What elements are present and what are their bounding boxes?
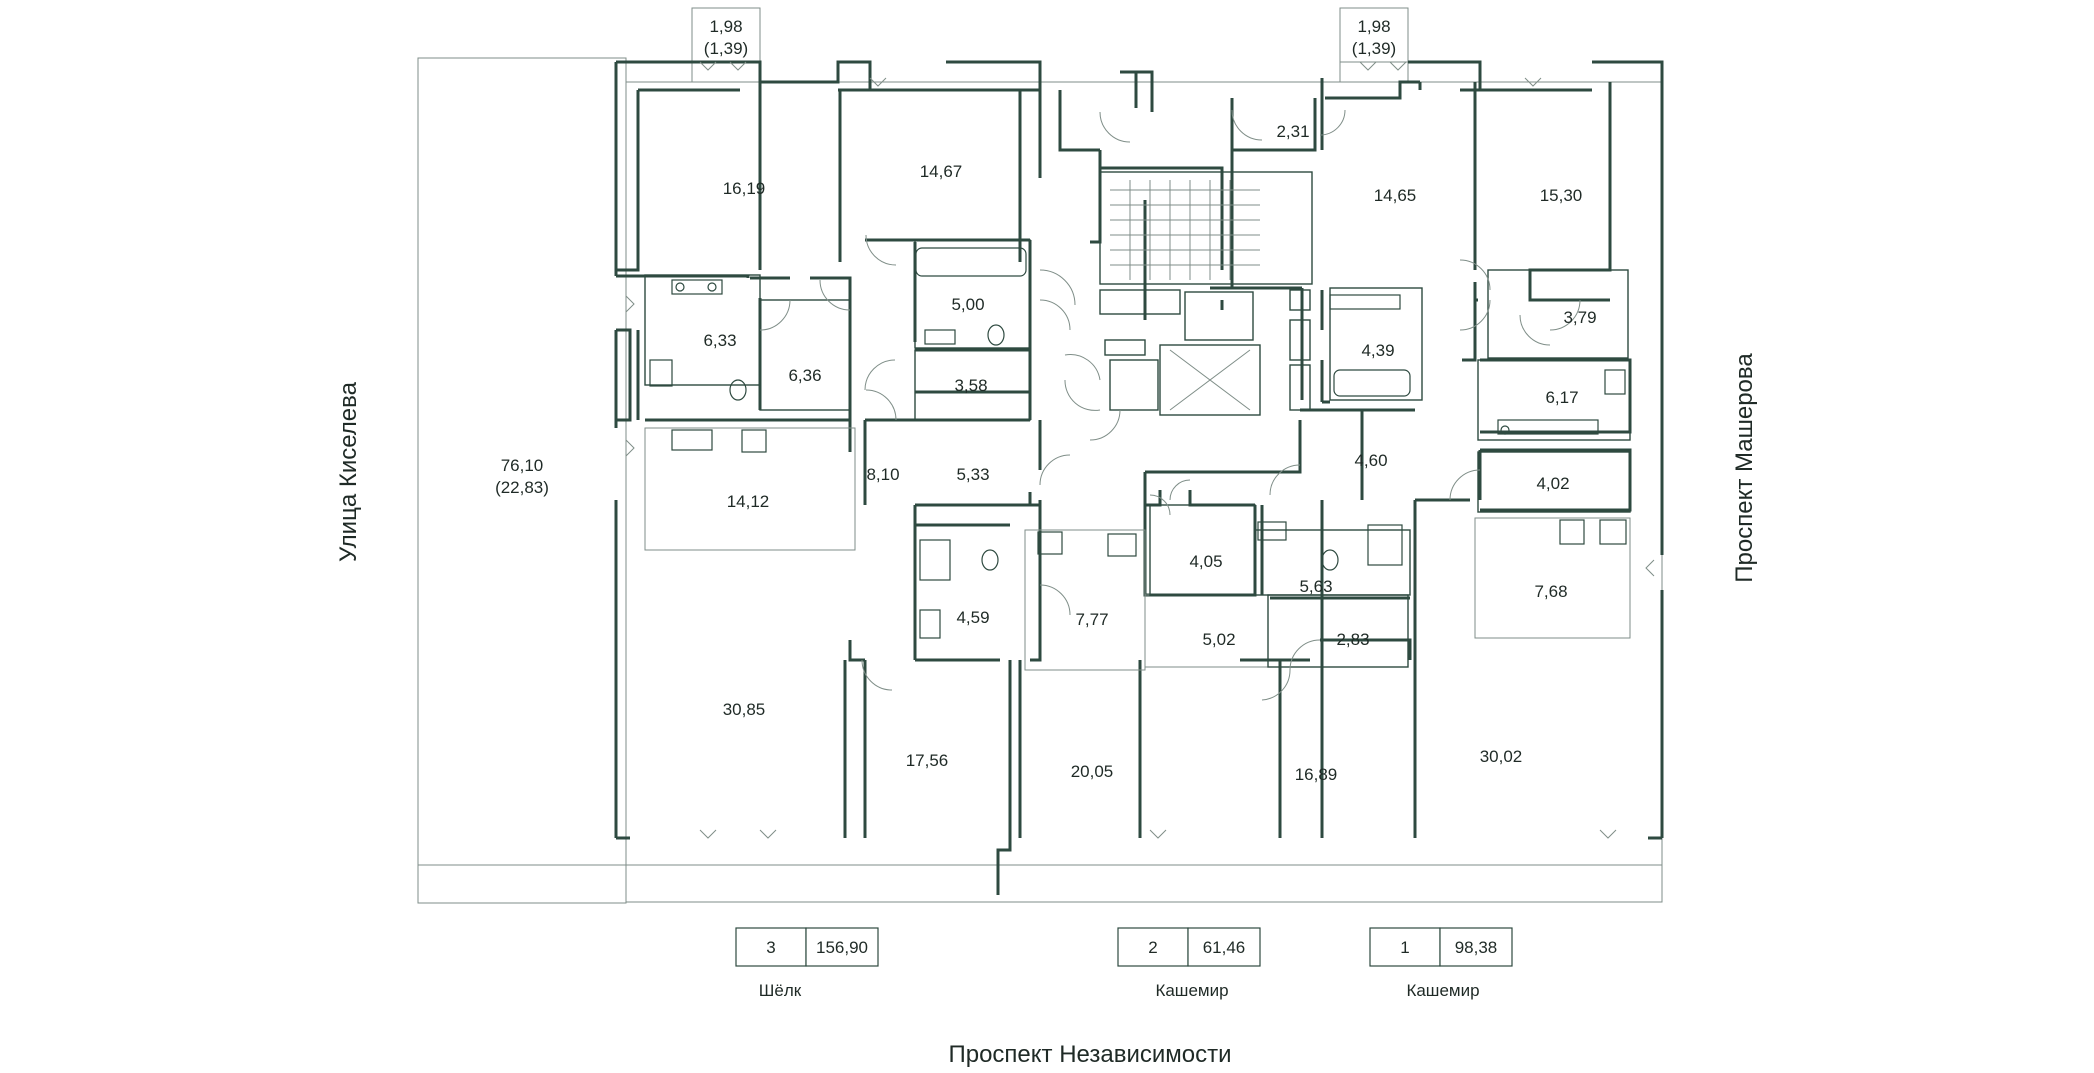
apartment-area: 98,38 (1455, 938, 1498, 957)
room-area-label: 30,02 (1480, 747, 1523, 766)
apartment-number: 3 (766, 938, 775, 957)
room-area-label: 6,17 (1545, 388, 1578, 407)
door-swings (759, 109, 1581, 701)
room-area-label: 14,67 (920, 162, 963, 181)
room-area-label: 16,89 (1295, 765, 1338, 784)
apartment-summary-3[interactable]: 3 156,90 Шёлк (735, 927, 879, 1000)
balcony-top-right-sub: (1,39) (1352, 39, 1396, 58)
street-label-bottom: Проспект Независимости (948, 1041, 1231, 1068)
terrace-sub: (22,83) (495, 478, 549, 497)
room-area-label: 6,36 (788, 366, 821, 385)
apartment-area: 61,46 (1203, 938, 1246, 957)
room-area-label: 30,85 (723, 700, 766, 719)
balcony-top-right-area: 1,98 (1357, 17, 1390, 36)
room-area-label: 4,02 (1536, 474, 1569, 493)
bathroom-fixtures (649, 247, 1627, 639)
room-area-label: 5,02 (1202, 630, 1235, 649)
apartment-summary-1[interactable]: 1 98,38 Кашемир (1369, 927, 1513, 1000)
apartment-type: Кашемир (1406, 981, 1479, 1000)
street-label-right: Проспект Машерова (1731, 353, 1758, 583)
room-area-label: 14,65 (1374, 186, 1417, 205)
terrace-area: 76,10 (501, 456, 544, 475)
room-area-label: 16,19 (723, 179, 766, 198)
room-area-label: 3,58 (954, 376, 987, 395)
apartment-type: Кашемир (1155, 981, 1228, 1000)
room-area-label: 20,05 (1071, 762, 1114, 781)
apartment-number: 1 (1400, 938, 1409, 957)
room-area-label: 14,12 (727, 492, 770, 511)
apartment-number: 2 (1148, 938, 1157, 957)
room-area-label: 5,63 (1299, 577, 1332, 596)
apartment-summary-2[interactable]: 2 61,46 Кашемир (1117, 927, 1261, 1000)
balcony-top-right-outline (1339, 7, 1409, 83)
room-area-label: 5,33 (956, 465, 989, 484)
room-area-label: 6,33 (703, 331, 736, 350)
partitions (644, 239, 1631, 671)
window-marks (625, 61, 1655, 839)
room-area-label: 8,10 (866, 465, 899, 484)
exterior-walls (614, 60, 1664, 840)
room-area-label: 17,56 (906, 751, 949, 770)
apartment-type: Шёлк (759, 981, 802, 1000)
room-area-label: 2,31 (1276, 122, 1309, 141)
room-area-label: 7,68 (1534, 582, 1567, 601)
room-area-label: 15,30 (1540, 186, 1583, 205)
room-area-label: 3,79 (1563, 308, 1596, 327)
stair-core (1099, 171, 1313, 416)
room-area-label: 7,77 (1075, 610, 1108, 629)
room-area-label: 4,59 (956, 608, 989, 627)
street-label-left: Улица Киселева (335, 381, 362, 562)
apartment-area: 156,90 (816, 938, 868, 957)
balcony-top-left-sub: (1,39) (704, 39, 748, 58)
room-area-label: 4,05 (1189, 552, 1222, 571)
room-area-label: 5,00 (951, 295, 984, 314)
room-area-label: 4,39 (1361, 341, 1394, 360)
room-area-label: 2,83 (1336, 630, 1369, 649)
room-area-label: 4,60 (1354, 451, 1387, 470)
balcony-top-left-area: 1,98 (709, 17, 742, 36)
